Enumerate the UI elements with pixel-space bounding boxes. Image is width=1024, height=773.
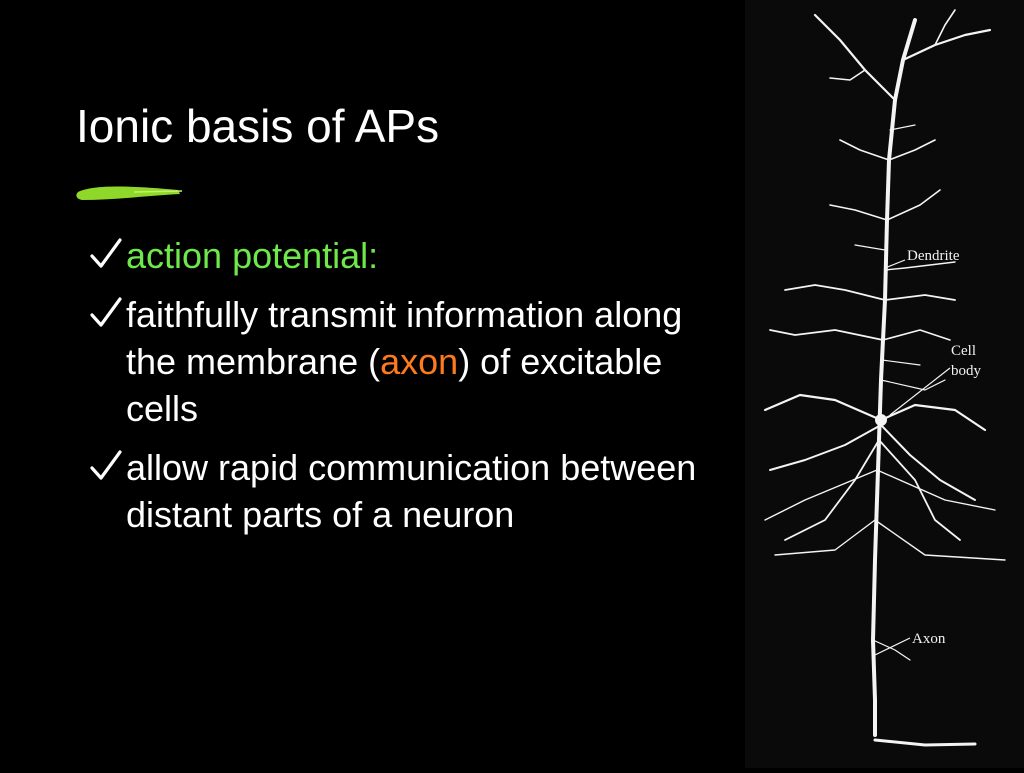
bullet-text: allow rapid communication between distan… — [126, 447, 697, 535]
highlight-axon: axon — [380, 341, 459, 382]
bullet-list: action potential: faithfully transmit in… — [88, 232, 728, 550]
checkmark-icon — [90, 238, 122, 268]
checkmark-icon — [90, 297, 122, 327]
bullet-item: action potential: — [88, 232, 728, 279]
label-axon: Axon — [912, 631, 946, 647]
label-body: body — [951, 363, 981, 379]
label-cell: Cell — [951, 343, 976, 359]
checkmark-icon — [90, 450, 122, 480]
label-dendrite: Dendrite — [907, 248, 960, 264]
slide-title: Ionic basis of APs — [76, 100, 440, 152]
neuron-figure: Dendrite Cell body Axon — [745, 0, 1024, 768]
bullet-item: faithfully transmit information along th… — [88, 291, 728, 432]
bullet-text: action potential: — [126, 235, 379, 276]
bullet-text: faithfully transmit information along th… — [126, 294, 683, 382]
neuron-drawing — [763, 9, 1006, 747]
bullet-item: allow rapid communication between distan… — [88, 444, 728, 538]
bullet-text-tail: ) of excitable cells — [126, 341, 663, 429]
title-accent-stroke — [76, 186, 183, 200]
